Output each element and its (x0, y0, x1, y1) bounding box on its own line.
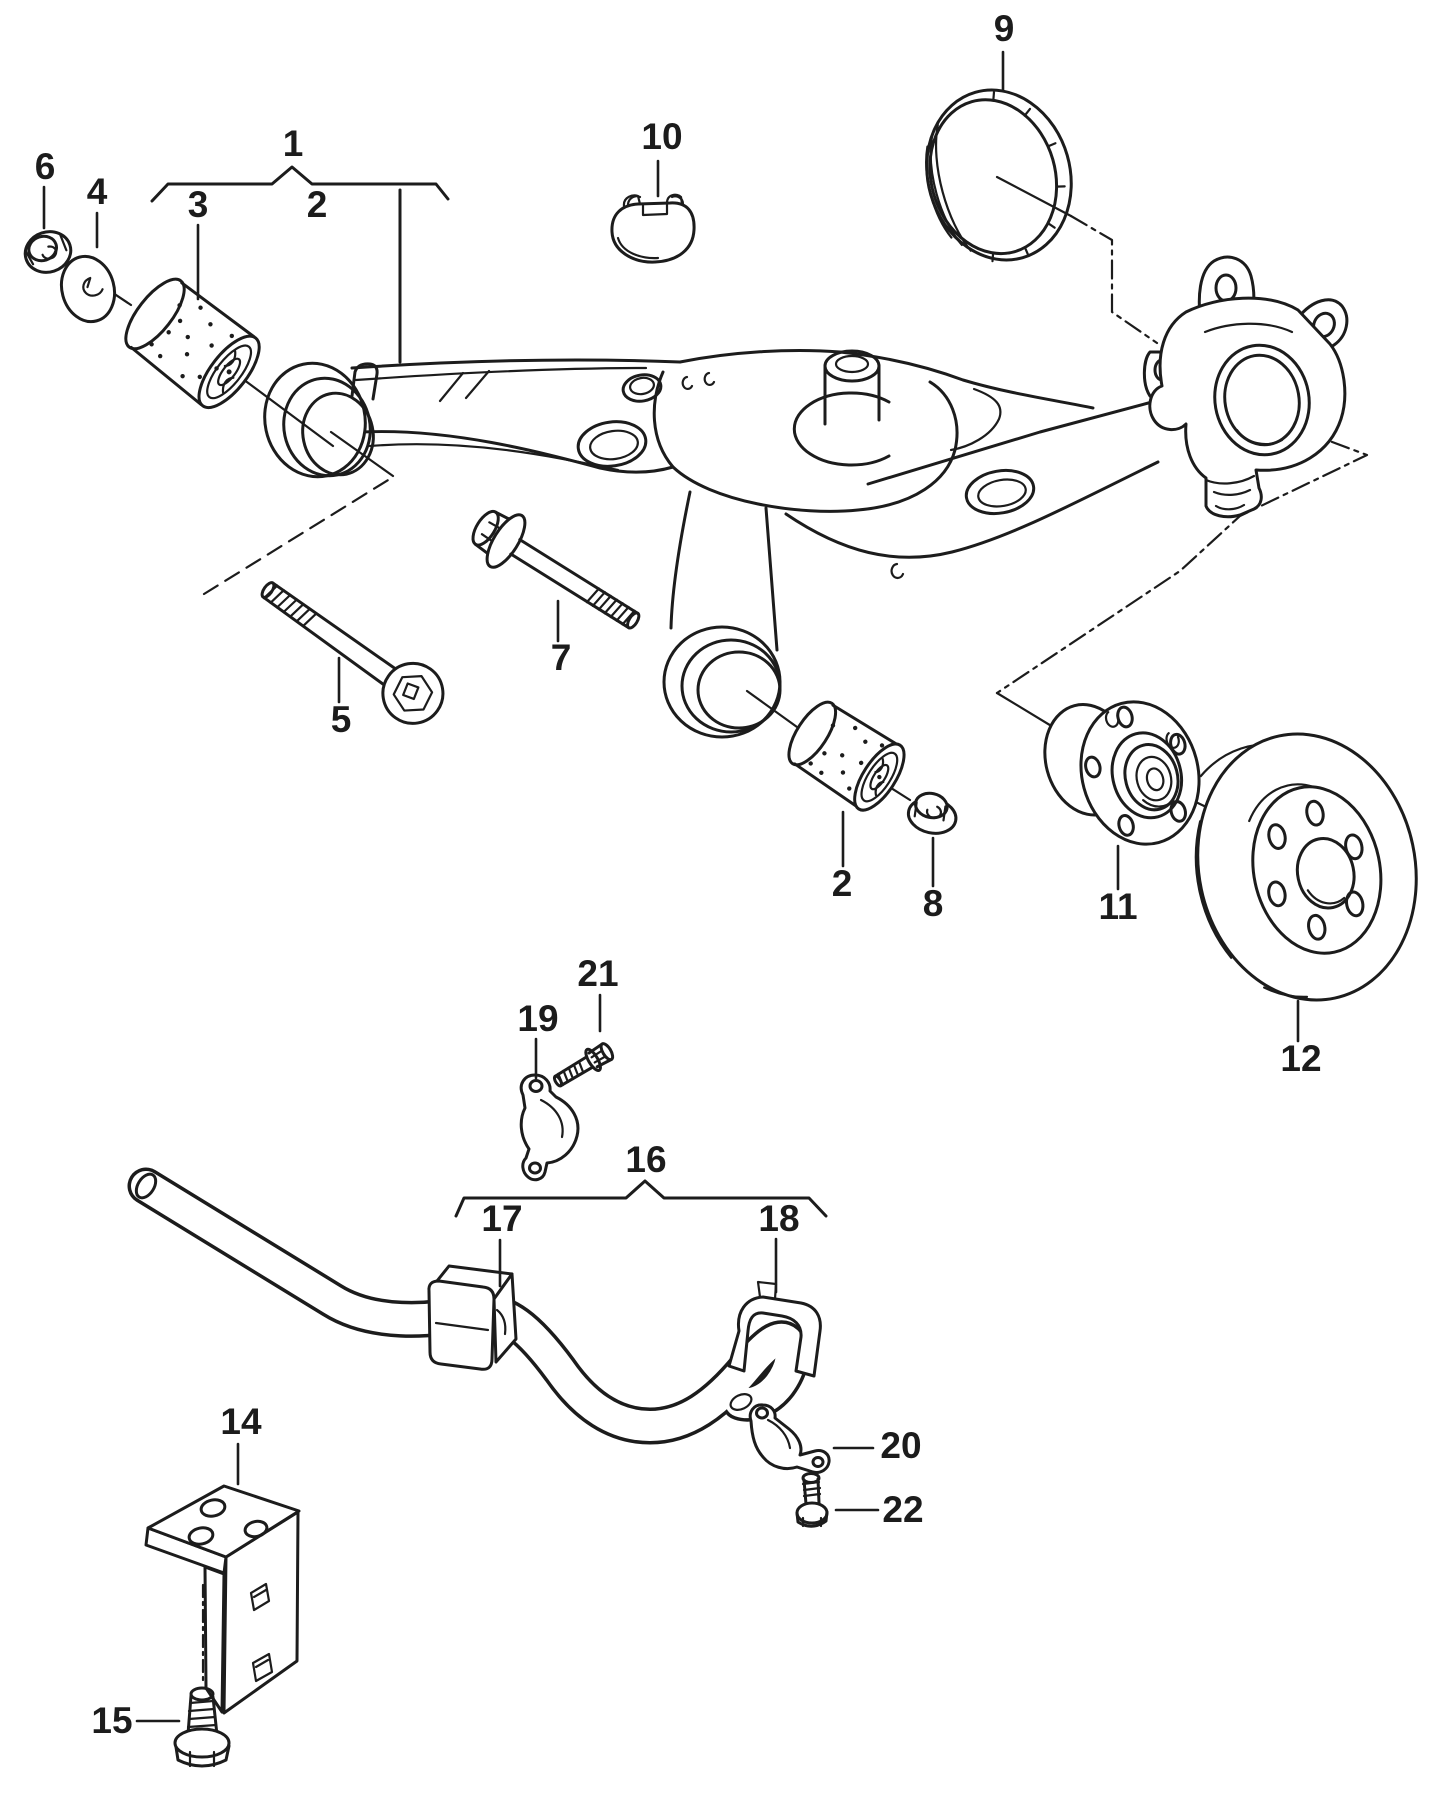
bolt-5 (260, 581, 445, 725)
callout-10[interactable]: 10 (641, 116, 682, 157)
bracket-group-16 (454, 1179, 828, 1218)
callout-22[interactable]: 22 (882, 1489, 923, 1530)
beam-hole-oval-right (964, 468, 1036, 516)
clamp-20 (748, 1403, 831, 1474)
front-bushing-eye (263, 361, 379, 479)
callout-leaders (42, 50, 1300, 1723)
hub-carrier (1142, 255, 1349, 519)
callout-21[interactable]: 21 (577, 953, 618, 994)
callout-17[interactable]: 17 (481, 1198, 522, 1239)
nut-8 (906, 791, 958, 835)
callout-14[interactable]: 14 (220, 1401, 262, 1442)
beam-hole-oval-left (576, 420, 648, 468)
callout-3[interactable]: 3 (188, 184, 209, 225)
wheel-hub-11 (1043, 700, 1201, 846)
bushing-3 (124, 277, 261, 410)
bolt-7 (471, 509, 641, 630)
bushing-2-perforations (808, 723, 885, 791)
bolt-22 (795, 1472, 829, 1528)
bracket-group-1 (150, 165, 450, 203)
callout-6[interactable]: 6 (35, 146, 56, 187)
callout-1[interactable]: 1 (283, 123, 304, 164)
stabilizer-bushing-17 (427, 1264, 518, 1371)
callout-4[interactable]: 4 (87, 171, 108, 212)
callout-2[interactable]: 2 (832, 863, 853, 904)
disc-bolt-holes (1267, 799, 1365, 941)
washer-4 (59, 254, 117, 324)
callout-11[interactable]: 11 (1098, 886, 1137, 927)
callout-16[interactable]: 16 (625, 1139, 666, 1180)
callout-9[interactable]: 9 (994, 8, 1015, 49)
bushing-2 (787, 700, 906, 812)
clamp-19 (519, 1073, 580, 1182)
callout-20[interactable]: 20 (880, 1425, 921, 1466)
ring-9 (925, 88, 1073, 263)
rear-bushing-eye (662, 625, 782, 739)
callout-numbers: 1 3 2 6 4 5 7 2 8 9 10 11 12 14 15 16 17… (35, 8, 1322, 1741)
bolt-21 (552, 1042, 615, 1088)
callout-7[interactable]: 7 (551, 637, 572, 678)
callout-12[interactable]: 12 (1280, 1038, 1321, 1079)
ring-9-ticks (991, 91, 1066, 263)
axle-beam (263, 348, 1160, 739)
cap-10 (610, 193, 696, 264)
callout-19[interactable]: 19 (517, 998, 558, 1039)
callout-15[interactable]: 15 (91, 1700, 132, 1741)
brake-disc-12 (1194, 732, 1418, 1002)
callout-2-group[interactable]: 2 (307, 184, 328, 225)
callout-5[interactable]: 5 (331, 699, 352, 740)
nut-6 (23, 230, 73, 274)
bolt-15 (173, 1686, 231, 1768)
bushing-3-perforations (149, 303, 235, 380)
beam-hole-round (621, 373, 663, 403)
callout-8[interactable]: 8 (923, 883, 944, 924)
bracket-14 (144, 1484, 301, 1715)
callout-18[interactable]: 18 (758, 1198, 799, 1239)
